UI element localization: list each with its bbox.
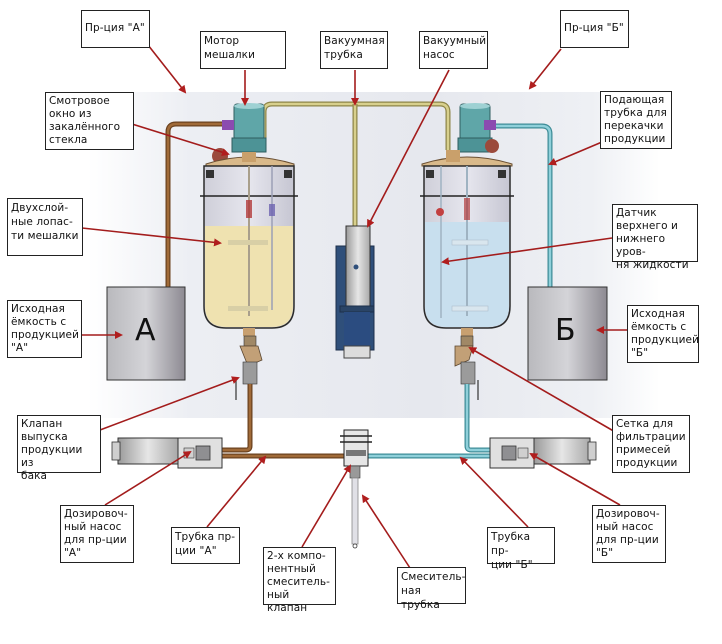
label-tube-a: Трубка пр- ции "А" [171, 527, 240, 564]
callout-tube-b [459, 456, 529, 528]
pipe-b-feed [494, 123, 553, 288]
motor-a [233, 103, 265, 141]
label-mixing-valve: 2-х компо- нентный смеситель- ный клапан [263, 547, 336, 614]
label-drain-valve: Клапан выпуска продукции из бака [17, 415, 101, 482]
callout-tube-a [206, 455, 267, 528]
filter-valve-b [454, 335, 494, 453]
label-source-tank-b: Исходная ёмкость с продукцией "Б" [627, 305, 699, 363]
source-tank-b-drawing [527, 286, 608, 381]
label-product-b: Пр-ция "Б" [560, 10, 629, 48]
callout-lines [80, 44, 627, 569]
callout-mixing-tube [361, 494, 411, 569]
label-feed-tube: Подающая трубка для перекачки продукции [600, 91, 672, 149]
callout-sight-glass [131, 123, 230, 157]
callout-dosing-pump-a [104, 450, 192, 506]
callout-vacuum-pump [367, 69, 450, 228]
label-sight-glass: Смотровое окно из закалённого стекла [45, 92, 134, 150]
label-level-sensor: Датчик верхнего и нижнего уров- ня жидко… [612, 204, 698, 271]
label-stirrer-motor: Мотор мешалки [200, 31, 286, 69]
callout-mixing-valve [301, 464, 352, 548]
label-product-a: Пр-ция "А" [81, 10, 150, 48]
label-source-tank-a: Исходная ёмкость с продукцией "А" [7, 300, 82, 358]
label-vacuum-pump: Вакуумный насос [419, 31, 488, 69]
vacuum-pump-unit [335, 225, 375, 359]
mixing-tube-drawing [351, 477, 359, 545]
label-filter-mesh: Сетка для фильтрации примесей продукции [612, 415, 690, 473]
label-tube-b: Трубка пр- ции "Б" [487, 527, 555, 571]
mixing-valve-drawing [340, 429, 372, 549]
callout-product-a [147, 44, 187, 94]
label-dosing-pump-b: Дозировоч- ный насос для пр-ции "Б" [592, 505, 666, 563]
label-vacuum-tube: Вакуумная трубка [320, 31, 388, 69]
dosing-pump-a-drawing [111, 437, 223, 469]
dosing-pump-b-drawing [489, 437, 597, 469]
callout-dosing-pump-b [529, 453, 621, 506]
callout-level-sensor [441, 237, 613, 266]
pipe-a-feed [165, 121, 230, 288]
filter-valve-a [222, 335, 263, 453]
source-tank-a-letter: А [135, 313, 156, 348]
label-dosing-pump-a: Дозировоч- ный насос для пр-ции "А" [60, 505, 134, 563]
mixing-tank-a [200, 103, 298, 336]
callout-product-b [528, 48, 562, 90]
callout-drain-valve [99, 376, 240, 431]
mixing-tank-b [420, 103, 514, 336]
label-stirrer-blades: Двухслой- ные лопас- ти мешалки [7, 198, 83, 256]
callout-filter-mesh [468, 346, 618, 434]
source-tank-b-letter: Б [555, 313, 576, 348]
label-mixing-tube: Смеситель- ная трубка [397, 567, 466, 611]
callout-stirrer-blades [81, 227, 222, 247]
callout-feed-tube [548, 141, 603, 166]
